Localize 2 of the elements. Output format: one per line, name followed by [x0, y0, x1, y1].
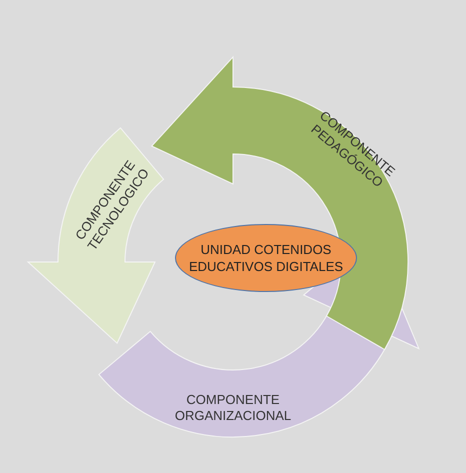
arrow-label: COMPONENTE ORGANIZACIONAL — [174, 392, 292, 424]
center-ellipse: UNIDAD COTENIDOS EDUCATIVOS DIGITALES — [175, 224, 357, 292]
